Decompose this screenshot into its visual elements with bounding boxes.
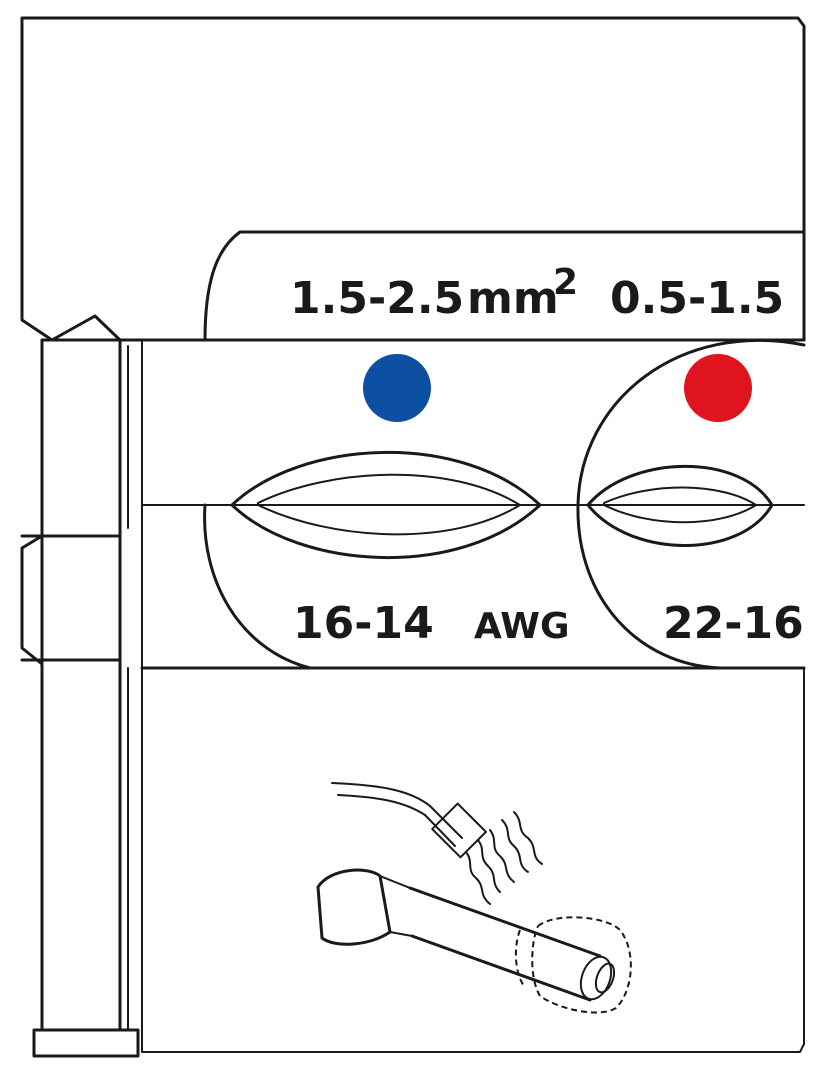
label-size-small-mm2: 0.5-1.5 [610,273,784,324]
mounting-bar-left [40,338,122,1032]
lower-die-arc-large [203,503,312,670]
mounting-bar-notch [20,534,122,662]
small-crimp-cavity-inner [603,486,757,524]
label-size-large-awg: 16-14 [293,598,434,649]
small-crimp-cavity-outer [586,464,774,547]
small-cavity-zone [576,339,806,670]
mounting-bar-step [20,534,44,666]
label-unit-mm2: mm [467,273,559,324]
stripped-stranded-wire-icon [331,782,543,905]
small-cavity-color-marker [684,354,752,422]
mounting-bar-foot [32,1028,140,1058]
large-crimp-cavity-outer [230,451,542,559]
label-unit-mm2-exponent: 2 [553,262,578,303]
large-cavity-color-marker [363,354,431,422]
label-size-large-mm2: 1.5-2.5 [290,273,464,324]
label-size-small-awg: 22-16 [663,598,804,649]
label-unit-awg: AWG [474,606,570,647]
mounting-bar-inner [119,339,805,1053]
insulated-wire-ferrule-icon [316,868,632,1014]
large-crimp-cavity-inner [257,473,521,536]
